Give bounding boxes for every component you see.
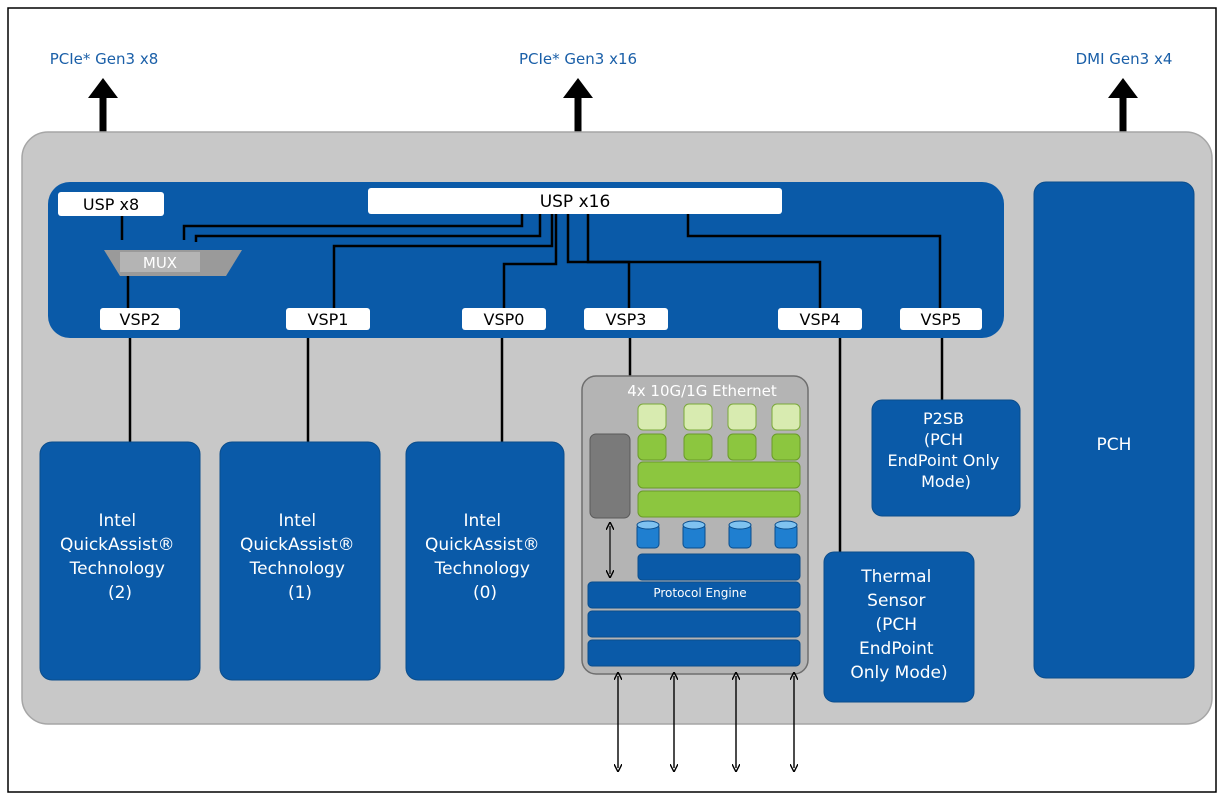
usp-x16-box [368, 188, 782, 214]
mac-block-1 [637, 433, 667, 461]
queue-cylinder-icons [636, 520, 798, 549]
mac-buffer-3 [727, 403, 757, 431]
vsp5-label: VSP5 [921, 310, 962, 329]
p2sb-text: P2SB (PCH EndPoint Only Mode) [888, 409, 1005, 491]
vsp0-box [462, 308, 546, 330]
vsp3-box [584, 308, 668, 330]
mac-block-2 [683, 433, 713, 461]
vsp0-label: VSP0 [484, 310, 525, 329]
mac-bar-1 [637, 461, 801, 489]
usp-x8-label: USP x8 [83, 195, 139, 214]
qat-2-text: Intel QuickAssist® Technology (2) [60, 511, 180, 603]
vsp-downlinks [128, 338, 944, 554]
thermal-sensor-text: Thermal Sensor (PCH EndPoint Only Mode) [850, 567, 947, 683]
vsp1-label: VSP1 [308, 310, 349, 329]
pch-label: PCH [1097, 435, 1132, 455]
usp-x8-box [58, 192, 164, 216]
mac-bar-2 [637, 490, 801, 518]
qat-2-block [39, 441, 201, 681]
mac-buffer-2 [683, 403, 713, 431]
qat-0-text: Intel QuickAssist® Technology (0) [425, 511, 545, 603]
thermal-sensor-block [823, 551, 975, 703]
ethernet-port-arrows [618, 676, 794, 768]
vsp2-label: VSP2 [120, 310, 161, 329]
mac-block-3 [727, 433, 757, 461]
p2sb-block [871, 399, 1021, 517]
qat-1-text: Intel QuickAssist® Technology (1) [240, 511, 360, 603]
vsp1-box [286, 308, 370, 330]
pch-block [1033, 181, 1195, 679]
protocol-engine-label: Protocol Engine [653, 586, 746, 600]
switch-wiring [120, 212, 942, 310]
pcie-x8-label: PCIe* Gen3 x8 [50, 50, 159, 68]
mac-buffer-1 [637, 403, 667, 431]
ethernet-block: 4x 10G/1G Ethernet [581, 375, 809, 675]
qat-0-block [405, 441, 565, 681]
usp-x16-label: USP x16 [540, 192, 611, 212]
vsp5-box [900, 308, 982, 330]
mux-label: MUX [143, 254, 177, 272]
protocol-engine-bar [587, 581, 801, 609]
dmi-label: DMI Gen3 x4 [1076, 50, 1173, 68]
pcie-x16-label: PCIe* Gen3 x16 [519, 50, 637, 68]
mac-buffer-4 [771, 403, 801, 431]
vsp4-label: VSP4 [800, 310, 841, 329]
ethernet-title: 4x 10G/1G Ethernet [627, 382, 777, 400]
vsp4-box [778, 308, 862, 330]
mac-block-4 [771, 433, 801, 461]
pcie-switch-block [48, 182, 1004, 338]
mux-inner [120, 252, 200, 272]
vsp2-box [100, 308, 180, 330]
vsp3-label: VSP3 [606, 310, 647, 329]
qat-1-block [219, 441, 381, 681]
